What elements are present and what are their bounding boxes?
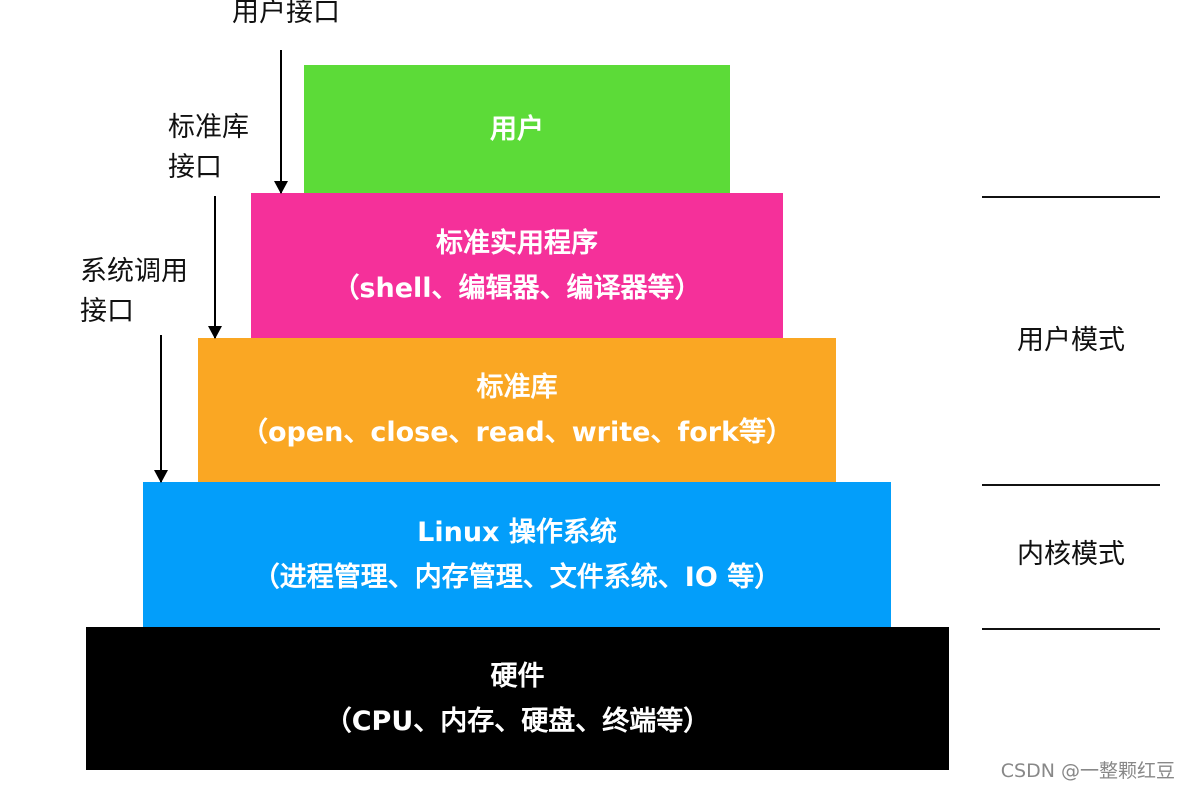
- operating-system-title: Linux 操作系统: [417, 516, 617, 548]
- standard-library-layer: 标准库 （open、close、read、write、fork等）: [198, 338, 836, 482]
- hardware-detail: （CPU、内存、硬盘、终端等）: [324, 705, 711, 737]
- syscall-interface-label-line1: 系统调用: [80, 256, 188, 287]
- standard-utilities-title: 标准实用程序: [436, 227, 598, 259]
- user-interface-label: 用户接口: [232, 0, 340, 33]
- standard-utilities-detail: （shell、编辑器、编译器等）: [332, 272, 702, 304]
- kernel-mode-label: 内核模式: [1017, 539, 1125, 570]
- standard-library-detail: （open、close、read、write、fork等）: [240, 417, 794, 448]
- mode-divider-bottom: [982, 628, 1160, 630]
- stdlib-interface-label: 标准库 接口: [168, 108, 249, 188]
- operating-system-layer: Linux 操作系统 （进程管理、内存管理、文件系统、IO 等）: [143, 482, 891, 627]
- mode-divider-middle: [982, 484, 1160, 486]
- syscall-interface-label: 系统调用 接口: [80, 252, 188, 332]
- hardware-layer: 硬件 （CPU、内存、硬盘、终端等）: [86, 627, 949, 770]
- mode-divider-top: [982, 196, 1160, 198]
- user-layer: 用户: [304, 65, 730, 193]
- credit-watermark: CSDN @一整颗红豆: [1000, 760, 1175, 782]
- user-mode-label: 用户模式: [1017, 325, 1125, 356]
- operating-system-detail: （进程管理、内存管理、文件系统、IO 等）: [252, 561, 782, 593]
- syscall-interface-arrow: [154, 335, 168, 483]
- stdlib-interface-label-line2: 接口: [168, 152, 222, 183]
- user-interface-arrow: [274, 50, 288, 194]
- syscall-interface-label-line2: 接口: [80, 296, 134, 327]
- standard-utilities-layer: 标准实用程序 （shell、编辑器、编译器等）: [251, 193, 783, 338]
- stdlib-interface-arrow: [208, 196, 222, 339]
- standard-library-title: 标准库: [476, 372, 558, 403]
- hardware-title: 硬件: [490, 660, 545, 692]
- user-interface-label-text: 用户接口: [232, 0, 340, 28]
- stdlib-interface-label-line1: 标准库: [168, 112, 249, 143]
- user-layer-title: 用户: [490, 113, 544, 145]
